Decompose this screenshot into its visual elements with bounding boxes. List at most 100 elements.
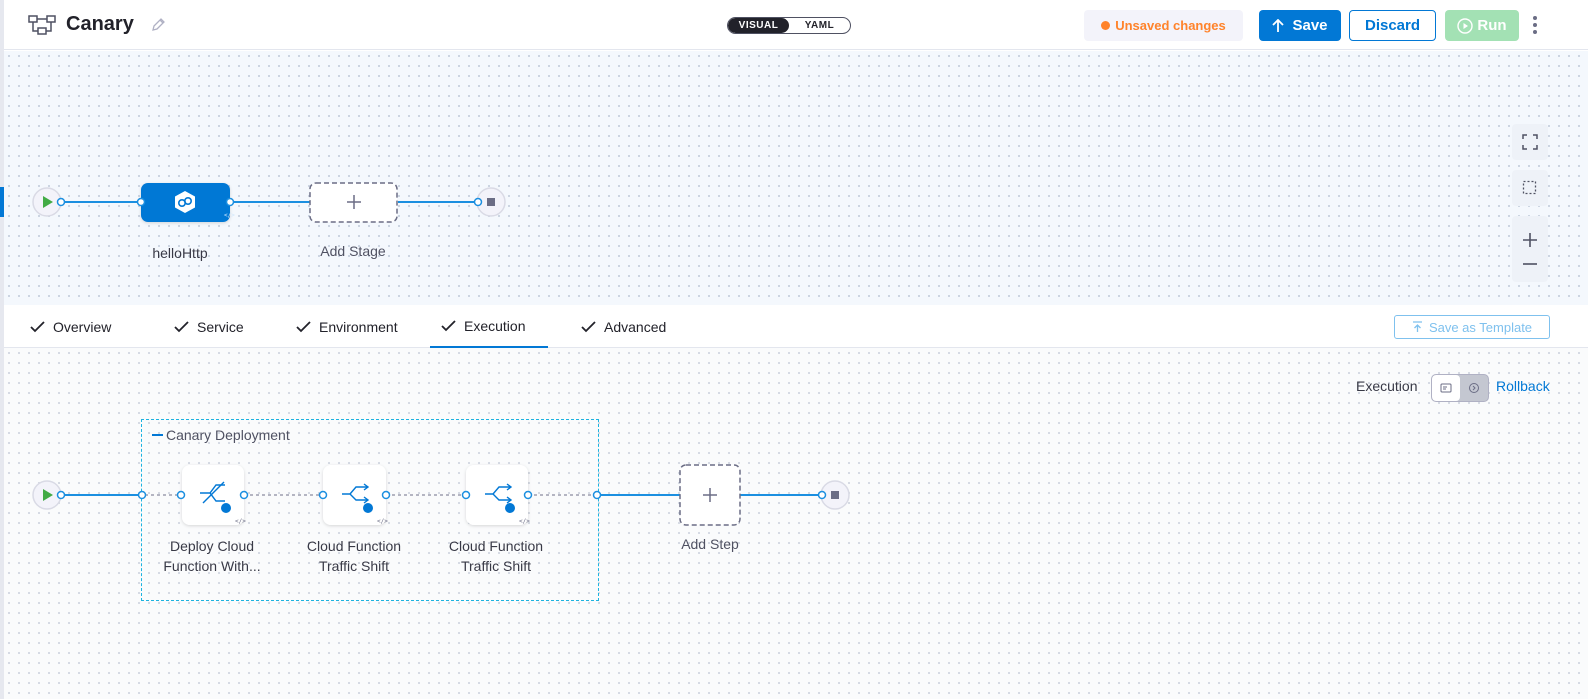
step-node-deploy[interactable]: </>	[182, 465, 246, 525]
add-stage-button[interactable]	[309, 182, 398, 223]
play-icon	[1457, 17, 1474, 34]
step-type-badge-icon	[505, 503, 515, 513]
step-label-traffic-shift-2: Cloud Function Traffic Shift	[436, 536, 556, 576]
select-icon	[1522, 180, 1537, 195]
function-stage-icon	[175, 191, 195, 213]
rollback-link[interactable]: Rollback	[1496, 378, 1550, 394]
port	[461, 490, 471, 500]
step-label-line: Function With...	[163, 558, 261, 574]
tab-advanced[interactable]: Advanced	[581, 305, 666, 348]
discard-button[interactable]: Discard	[1349, 10, 1436, 41]
save-button[interactable]: Save	[1259, 10, 1341, 41]
execution-icon	[1440, 383, 1452, 393]
step-label-line: Traffic Shift	[460, 558, 532, 574]
execution-end-node	[820, 480, 850, 510]
add-step-label: Add Step	[681, 536, 739, 552]
deploy-icon	[200, 481, 225, 504]
step-group-header[interactable]: Canary Deployment	[152, 427, 290, 443]
tab-service-label: Service	[197, 318, 244, 335]
yaml-option[interactable]: YAML	[804, 20, 835, 31]
fullscreen-icon	[1522, 134, 1538, 150]
more-icon[interactable]	[1532, 14, 1538, 36]
zoom-out-icon[interactable]	[1522, 262, 1538, 266]
step-node-traffic-shift-1[interactable]: </>	[323, 465, 388, 525]
traffic-shift-icon	[342, 483, 370, 504]
tab-overview[interactable]: Overview	[30, 305, 111, 348]
tab-advanced-label: Advanced	[604, 318, 667, 335]
port	[473, 197, 483, 207]
upload-icon	[1272, 18, 1285, 32]
unsaved-dot-icon	[1101, 21, 1111, 30]
left-rail-indicator	[0, 187, 4, 217]
step-label-line: Cloud Function	[448, 538, 544, 554]
port	[56, 490, 66, 500]
tab-service[interactable]: Service	[174, 305, 244, 348]
step-label-line: Cloud Function	[306, 538, 402, 554]
stage-canvas[interactable]	[4, 51, 1588, 305]
execution-mode-label: Execution	[1356, 378, 1418, 394]
fullscreen-button[interactable]	[1512, 124, 1548, 160]
stop-icon	[487, 198, 495, 206]
pipeline-end-node	[476, 187, 506, 217]
execution-mode-option[interactable]	[1432, 375, 1460, 401]
add-stage-label: Add Stage	[320, 243, 386, 259]
tab-environment[interactable]: Environment	[296, 305, 398, 348]
edit-icon[interactable]	[150, 17, 166, 33]
check-icon	[30, 320, 45, 332]
code-icon: </>	[235, 518, 246, 525]
stage-tabs: Overview Service Environment Execution A…	[4, 305, 1588, 348]
step-label-deploy: Deploy Cloud Function With...	[152, 536, 272, 576]
run-label: Run	[1477, 17, 1507, 34]
stage-node-hellohttp[interactable]: </>	[141, 183, 235, 222]
visual-option[interactable]: VISUAL	[728, 18, 789, 33]
port	[523, 490, 533, 500]
tab-execution[interactable]: Execution	[430, 305, 548, 348]
step-group-title: Canary Deployment	[166, 427, 290, 443]
discard-label: Discard	[1364, 17, 1421, 34]
step-type-badge-icon	[221, 503, 231, 513]
play-icon	[43, 196, 53, 208]
port	[381, 490, 391, 500]
step-label-line: Traffic Shift	[318, 558, 390, 574]
unsaved-changes-badge: Unsaved changes	[1084, 10, 1243, 41]
port	[137, 490, 147, 500]
traffic-shift-icon	[485, 483, 513, 504]
run-button[interactable]: Run	[1445, 10, 1519, 41]
visual-yaml-toggle[interactable]: VISUAL YAML	[727, 17, 851, 34]
tab-execution-label: Execution	[464, 317, 526, 334]
check-icon	[174, 320, 189, 332]
check-icon	[581, 320, 596, 332]
step-label-traffic-shift-1: Cloud Function Traffic Shift	[294, 536, 414, 576]
pipeline-title: Canary	[66, 13, 134, 35]
select-area-button[interactable]	[1512, 170, 1548, 206]
tab-environment-label: Environment	[319, 318, 398, 335]
zoom-in-icon[interactable]	[1522, 232, 1538, 248]
rollback-mode-option[interactable]	[1460, 375, 1488, 401]
check-icon	[296, 320, 311, 332]
port	[592, 490, 602, 500]
play-icon	[43, 489, 53, 501]
code-icon: </>	[224, 212, 235, 219]
port	[225, 197, 235, 207]
save-as-template-label: Save as Template	[1428, 319, 1533, 335]
execution-rollback-switch[interactable]	[1431, 374, 1489, 402]
stage-name-label: helloHttp	[152, 245, 208, 261]
step-group-box[interactable]	[141, 419, 599, 601]
port	[318, 490, 328, 500]
collapse-icon[interactable]	[152, 434, 163, 436]
pipeline-header: Canary VISUAL YAML Unsaved changes Save …	[4, 0, 1588, 50]
save-label: Save	[1292, 17, 1328, 34]
step-type-badge-icon	[363, 503, 373, 513]
port	[56, 197, 66, 207]
stop-icon	[831, 491, 839, 499]
add-step-button[interactable]	[679, 464, 741, 526]
step-node-traffic-shift-2[interactable]: </>	[466, 465, 530, 525]
upload-icon	[1412, 321, 1422, 332]
save-as-template-button[interactable]: Save as Template	[1394, 315, 1550, 339]
code-icon: </>	[519, 518, 530, 525]
check-icon	[441, 319, 456, 331]
execution-canvas[interactable]	[4, 348, 1588, 699]
step-label-line: Deploy Cloud	[169, 538, 255, 554]
port	[176, 490, 186, 500]
